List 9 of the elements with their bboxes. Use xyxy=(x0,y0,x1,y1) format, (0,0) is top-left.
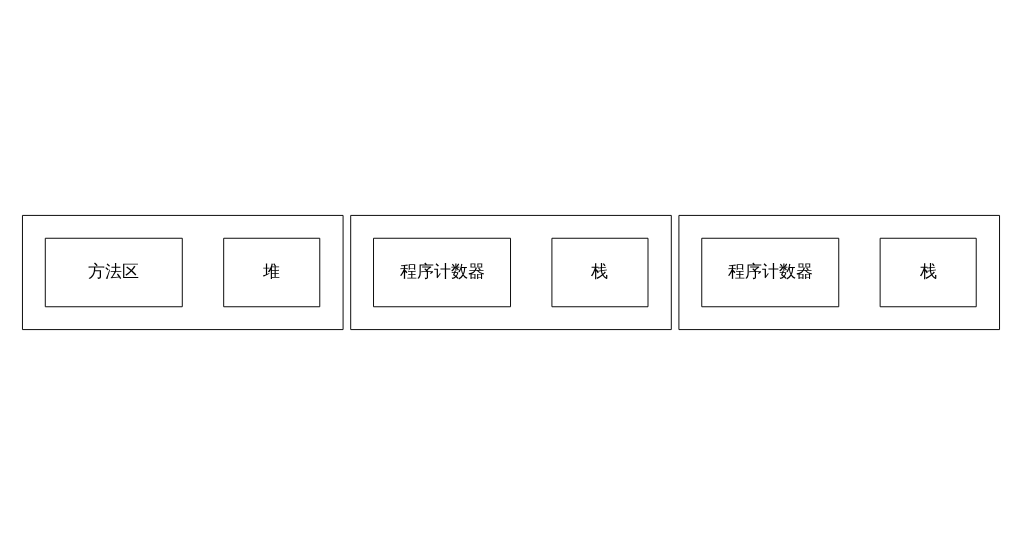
cluster xyxy=(678,214,1000,331)
node-box: 栈 xyxy=(879,237,977,308)
node-box: 方法区 xyxy=(44,237,183,308)
cluster xyxy=(350,214,672,331)
node-box: 程序计数器 xyxy=(373,237,511,308)
node-box: 栈 xyxy=(551,237,649,308)
cluster xyxy=(22,214,344,331)
node-box: 堆 xyxy=(223,237,321,308)
node-box: 程序计数器 xyxy=(701,237,840,308)
